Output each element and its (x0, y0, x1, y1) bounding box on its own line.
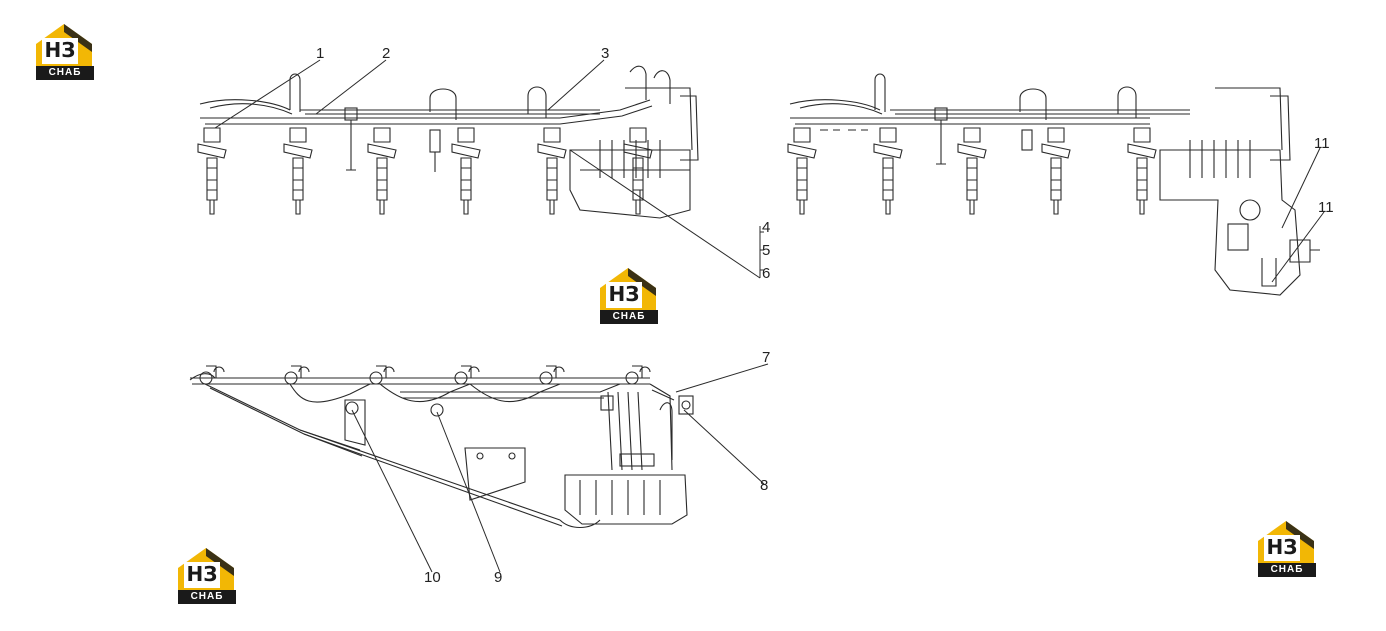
injector-icon (537, 127, 567, 215)
injector-icon (451, 127, 481, 215)
nozzle-clamp-icon (369, 365, 395, 385)
injector-icon (787, 127, 817, 215)
callout-10: 10 (424, 569, 441, 586)
injector-icon (873, 127, 903, 215)
callout-labels: 1 2 3 4 5 6 7 8 9 10 11 11 (316, 45, 1334, 586)
callout-1: 1 (316, 45, 324, 62)
injector-icon (367, 127, 397, 215)
house-logo-icon (36, 24, 92, 66)
injector-icon (283, 127, 313, 215)
injector-icon (197, 127, 227, 215)
injector-icon (1041, 127, 1071, 215)
injector-icon (957, 127, 987, 215)
callout-6: 6 (762, 265, 770, 282)
nozzle-clamp-icon (199, 365, 225, 385)
callout-11-upper: 11 (1314, 135, 1330, 152)
logo-caption: СНАБ (36, 66, 94, 80)
nozzle-clamp-icon (625, 365, 651, 385)
callout-7: 7 (762, 349, 770, 366)
view-1-injector-assembly (197, 65, 699, 219)
callout-5: 5 (762, 242, 770, 259)
logo-caption: СНАБ (1258, 563, 1316, 577)
callout-8: 8 (760, 477, 768, 494)
callout-11-lower: 11 (1318, 199, 1334, 216)
injector-icon (623, 127, 653, 215)
house-logo-icon (178, 548, 234, 590)
view-2-injector-assembly (787, 73, 1320, 296)
callout-3: 3 (601, 45, 609, 62)
logo-letters: НЗ (186, 562, 218, 586)
nozzle-clamp-icon (454, 365, 480, 385)
injector-icon (1127, 127, 1157, 215)
logo-letters: НЗ (1266, 535, 1298, 559)
house-logo-icon (600, 268, 656, 310)
callout-9: 9 (494, 569, 502, 586)
nozzle-clamp-icon (284, 365, 310, 385)
callout-2: 2 (382, 45, 390, 62)
logo-caption: СНАБ (178, 590, 236, 604)
callout-4: 4 (762, 219, 770, 236)
logo-letters: НЗ (608, 282, 640, 306)
callout-leaders (214, 59, 1325, 573)
view-3-plan-view (189, 365, 694, 529)
logo-letters: НЗ (44, 38, 76, 62)
house-logo-icon (1258, 521, 1314, 563)
nozzle-clamp-icon (539, 365, 565, 385)
logo-caption: СНАБ (600, 310, 658, 324)
